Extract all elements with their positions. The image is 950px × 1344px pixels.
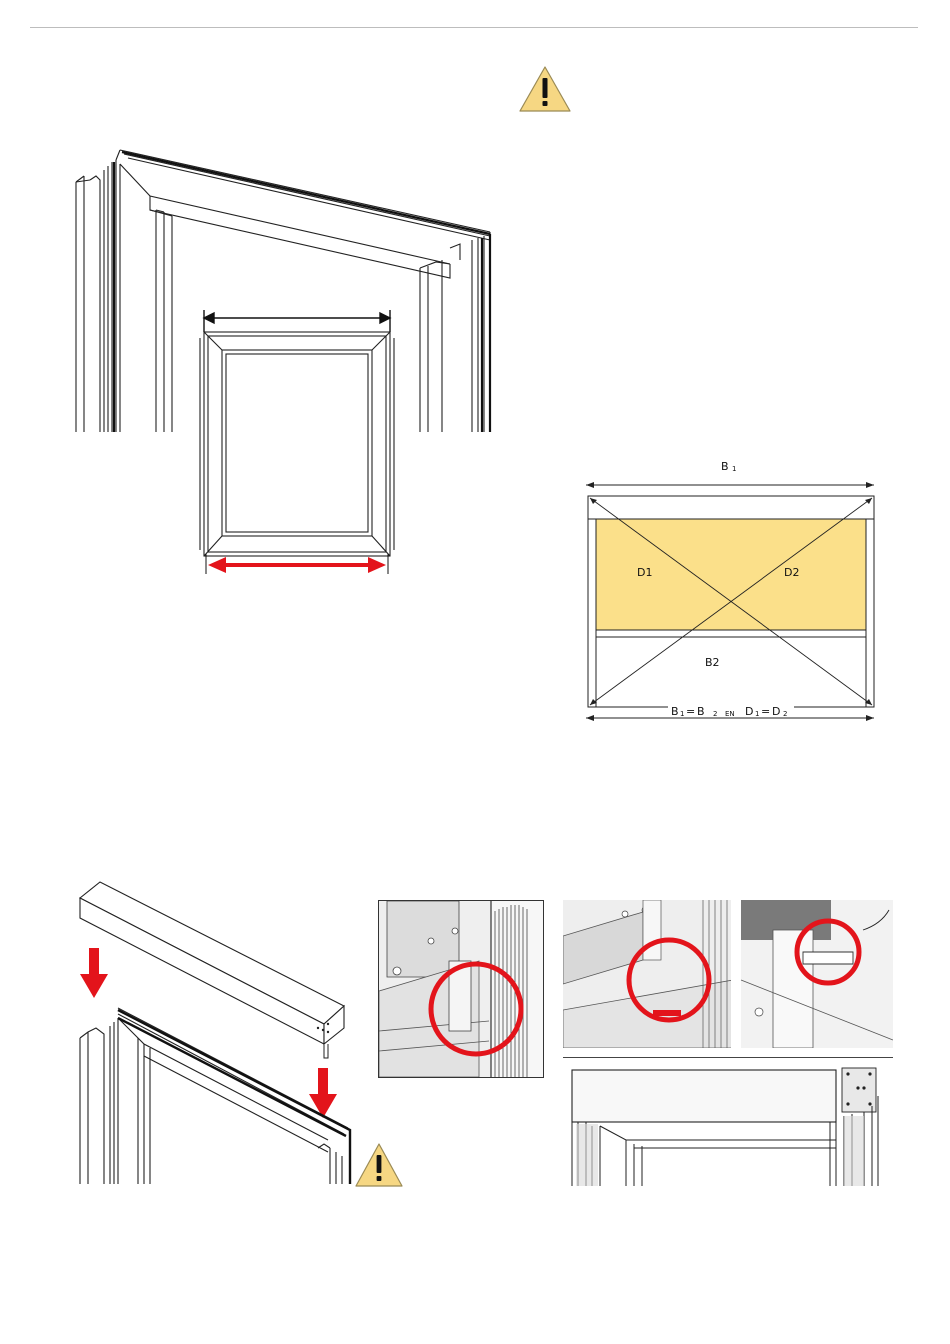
b1-subscript: 1 (732, 465, 736, 473)
detail-photo-2 (563, 900, 893, 1048)
detail-photo-3 (568, 1066, 888, 1186)
formula-sub2: 2 (713, 710, 717, 718)
warning-icon-bottom (353, 1141, 405, 1189)
formula-b1: B (671, 705, 679, 718)
d2-label: D2 (784, 566, 799, 579)
formula-b2: B (697, 705, 705, 718)
b1-label: B (721, 460, 729, 473)
formula-d2: D (772, 705, 780, 718)
formula-sub1: 1 (680, 710, 684, 718)
warning-icon (517, 64, 573, 114)
b2-label: B2 (705, 656, 720, 669)
squareness-diagram: B 1 D1 D2 B2 B 1 = B 2 EN D 1 = D (580, 455, 880, 730)
formula-eq2: = (761, 705, 770, 718)
formula-sub3: 1 (755, 710, 759, 718)
detail-separator (563, 1057, 893, 1058)
formula-d1: D (745, 705, 753, 718)
d1-label: D1 (637, 566, 652, 579)
formula-sub4: 2 (783, 710, 787, 718)
formula-eq1: = (686, 705, 695, 718)
detail-photo-1 (378, 900, 544, 1078)
header-rule (30, 27, 918, 28)
frame-sash-illustration (70, 140, 500, 590)
formula-en: EN (725, 710, 735, 718)
